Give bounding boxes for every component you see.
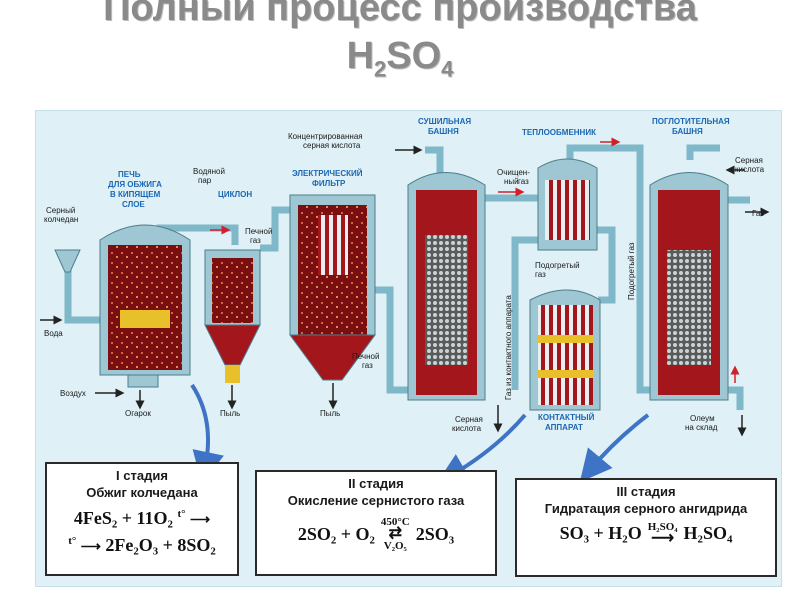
label-heat-exchanger: ТЕПЛООБМЕННИК	[522, 128, 596, 137]
label-dust-2: Пыль	[320, 409, 340, 418]
label-sulfuric-acid-1: Серная	[455, 415, 483, 424]
stage-2-number: II стадия	[348, 476, 404, 491]
label-heated-gas-1: Подогретый	[535, 261, 580, 270]
label-purified-gas-2: ный	[504, 177, 519, 186]
cyclone	[204, 249, 261, 383]
label-furnace-gas-2a: Печной	[352, 352, 379, 361]
label-oleum-1: Олеум	[690, 414, 715, 423]
page-title: Полный процесс производства	[103, 0, 697, 29]
stage-1-box: I стадия Обжиг колчедана 4FeS₂ + 11O₂ t°…	[45, 462, 239, 576]
stage-1-equation-line2: t° ⟶ 2Fe₂O₃ + 8SO₂	[68, 535, 216, 555]
label-contact-1: КОНТАКТНЫЙ	[538, 413, 595, 422]
stage-3-number: III стадия	[616, 484, 676, 499]
stage-2-equation: 2SO₂ + O₂ 450°C ⇄ V₂O₅ 2SO₃	[297, 516, 455, 552]
label-furnace-2: ДЛЯ ОБЖИГА	[108, 180, 162, 189]
label-heated-gas-vertical: Подогретый газ	[627, 242, 636, 300]
stage-3-box: III стадия Гидратация серного ангидрида …	[515, 478, 777, 577]
stage-1-number: I стадия	[116, 468, 168, 483]
label-cyclone: ЦИКЛОН	[218, 190, 252, 199]
absorption-tower	[649, 172, 729, 401]
label-furnace-gas-1b: газ	[250, 236, 261, 245]
label-cinder: Огарок	[125, 409, 151, 418]
contact-apparatus	[529, 289, 601, 411]
label-gas-out: Газ	[752, 209, 764, 218]
label-purified-gas-3: газ	[518, 177, 529, 186]
label-furnace-gas-1a: Печной	[245, 227, 272, 236]
label-furnace-4: СЛОЕ	[122, 200, 145, 209]
label-pyrite-1: Серный	[46, 206, 75, 215]
diagram-labels: ПЕЧЬ ДЛЯ ОБЖИГА В КИПЯЩЕМ СЛОЕ Водяной п…	[44, 117, 765, 433]
label-oleum-2: на склад	[685, 423, 718, 432]
drying-tower	[407, 172, 486, 401]
stage-3-equation: SO₃ + H₂O H₂SO₄ ⟶ H₂SO₄	[559, 521, 733, 547]
label-conc-acid-2: серная кислота	[303, 141, 361, 150]
page-title-formula: H2SO4	[346, 35, 454, 82]
stage-2-name: Окисление сернистого газа	[287, 493, 465, 508]
flow-arrows	[40, 137, 770, 437]
stage-3-name: Гидратация серного ангидрида	[544, 501, 748, 516]
label-absorb-tower-1: ПОГЛОТИТЕЛЬНАЯ	[652, 117, 730, 126]
label-conc-acid-1: Концентрированная	[288, 132, 363, 141]
furnace-fluidized-bed	[54, 224, 191, 388]
label-furnace-3: В КИПЯЩЕМ	[110, 190, 161, 199]
label-heated-gas-2: газ	[535, 270, 546, 279]
label-filter-2: ФИЛЬТР	[312, 179, 346, 188]
label-steam-2: пар	[198, 176, 212, 185]
label-air: Воздух	[60, 389, 86, 398]
electric-filter	[289, 194, 376, 381]
label-steam-1: Водяной	[193, 167, 225, 176]
label-sulfuric-acid-2: кислота	[452, 424, 482, 433]
heat-exchanger	[537, 158, 598, 251]
label-contact-2: АППАРАТ	[545, 423, 583, 432]
label-purified-gas-1: Очищен-	[497, 168, 530, 177]
stage-1-name: Обжиг колчедана	[86, 485, 198, 500]
label-sulfuric-acid-out-2: кислота	[735, 165, 765, 174]
stage-1-equation-line1: 4FeS₂ + 11O₂ t° ⟶	[73, 508, 211, 528]
label-dry-tower-1: СУШИЛЬНАЯ	[418, 117, 471, 126]
label-water: Вода	[44, 329, 63, 338]
stage-2-box: II стадия Окисление сернистого газа 2SO₂…	[255, 470, 497, 576]
label-furnace-gas-2b: газ	[362, 361, 373, 370]
label-pyrite-2: колчедан	[44, 215, 78, 224]
label-gas-to-contact: Газ из контактного аппарата	[504, 295, 513, 400]
label-dry-tower-2: БАШНЯ	[428, 127, 459, 136]
label-sulfuric-acid-out-1: Серная	[735, 156, 763, 165]
label-furnace-1: ПЕЧЬ	[118, 170, 141, 179]
label-absorb-tower-2: БАШНЯ	[672, 127, 703, 136]
label-filter-1: ЭЛЕКТРИЧЕСКИЙ	[292, 169, 363, 178]
label-dust-1: Пыль	[220, 409, 240, 418]
